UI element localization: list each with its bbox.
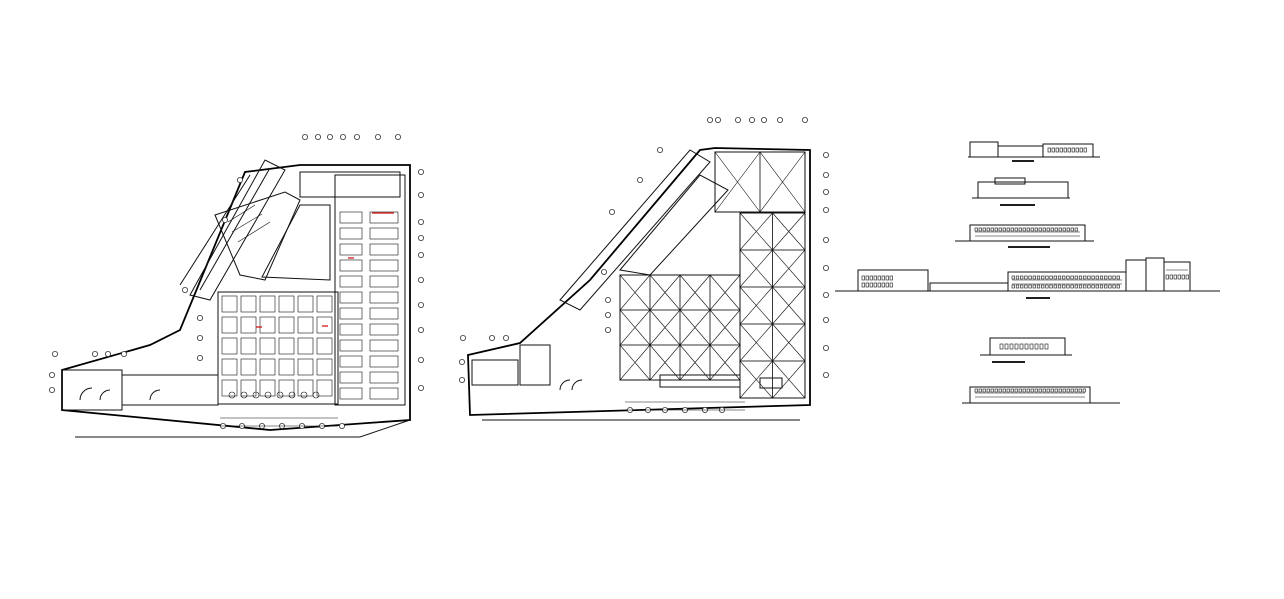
- axis-bubble: [221, 216, 228, 223]
- plan1-room-details: [221, 204, 399, 400]
- elevation-1: [968, 141, 1100, 162]
- axis-bubble: [707, 117, 714, 124]
- axis-bubble: [761, 117, 768, 124]
- axis-bubble: [339, 133, 346, 140]
- axis-bubble: [417, 191, 424, 198]
- plan2-dimension-line: [625, 401, 745, 411]
- plan1-dimension-line: [220, 417, 338, 427]
- axis-bubble: [92, 350, 99, 357]
- axis-bubble: [715, 117, 722, 124]
- axis-bubble: [823, 171, 830, 178]
- axis-bubble: [181, 286, 188, 293]
- axis-bubble: [823, 344, 830, 351]
- axis-bubble: [605, 296, 612, 303]
- plan2-diagonal-wing: [559, 149, 729, 311]
- axis-bubble: [458, 358, 465, 365]
- axis-bubble: [417, 384, 424, 391]
- elevations-column: [835, 141, 1220, 404]
- axis-bubble: [52, 350, 59, 357]
- axis-bubble: [609, 208, 616, 215]
- axis-bubble: [749, 117, 756, 124]
- axis-bubble: [417, 356, 424, 363]
- plan2-outline: [467, 147, 811, 416]
- axis-bubble: [823, 371, 830, 378]
- axis-bubble: [417, 168, 424, 175]
- axis-bubble: [823, 264, 830, 271]
- axis-bubble: [417, 251, 424, 258]
- axis-bubble: [417, 276, 424, 283]
- elevation-6: [962, 386, 1120, 404]
- axis-bubble: [301, 133, 308, 140]
- axis-bubble: [417, 218, 424, 225]
- axis-bubble: [458, 376, 465, 383]
- axis-bubble: [823, 291, 830, 298]
- plan1-courtyard: [261, 204, 331, 281]
- axis-bubble: [394, 133, 401, 140]
- axis-bubble: [777, 117, 784, 124]
- plan2-roof-cross-bracing: [619, 151, 806, 399]
- axis-bubble: [105, 350, 112, 357]
- plan1-grid-axes: [49, 133, 424, 429]
- plan1-diagonal-wing: [179, 159, 286, 301]
- axis-bubble: [488, 334, 495, 341]
- axis-bubble: [374, 133, 381, 140]
- floor-plan-2: [458, 117, 830, 421]
- plan1-outline: [61, 164, 411, 431]
- axis-bubble: [196, 354, 203, 361]
- axis-bubble: [121, 350, 128, 357]
- axis-bubble: [417, 326, 424, 333]
- axis-bubble: [735, 117, 742, 124]
- axis-bubble: [459, 334, 466, 341]
- elevation-4: [835, 257, 1220, 299]
- axis-bubble: [314, 133, 321, 140]
- axis-bubble: [637, 176, 644, 183]
- axis-bubble: [353, 133, 360, 140]
- axis-bubble: [823, 151, 830, 158]
- axis-bubble: [605, 311, 612, 318]
- axis-bubble: [417, 301, 424, 308]
- axis-bubble: [502, 334, 509, 341]
- axis-bubble: [326, 133, 333, 140]
- axis-bubble: [823, 316, 830, 323]
- axis-bubble: [823, 188, 830, 195]
- elevation-window-patterns: [861, 147, 1189, 393]
- axis-bubble: [601, 268, 608, 275]
- elevation-2: [972, 177, 1070, 206]
- axis-bubble: [802, 117, 809, 124]
- axis-bubble: [338, 422, 345, 429]
- axis-bubble: [196, 334, 203, 341]
- axis-bubble: [823, 206, 830, 213]
- axis-bubble: [605, 326, 612, 333]
- axis-bubble: [49, 371, 56, 378]
- elevation-3: [955, 224, 1094, 248]
- plan2-grid-axes: [458, 117, 830, 413]
- axis-bubble: [49, 386, 56, 393]
- axis-bubble: [236, 176, 243, 183]
- axis-bubble: [823, 236, 830, 243]
- plan1-ground-line: [75, 419, 411, 438]
- axis-bubble: [417, 234, 424, 241]
- elevation-5: [980, 337, 1072, 363]
- axis-bubble: [196, 314, 203, 321]
- floor-plan-1: [49, 133, 424, 438]
- axis-bubble: [657, 146, 664, 153]
- plan1-red-markings: [256, 212, 394, 328]
